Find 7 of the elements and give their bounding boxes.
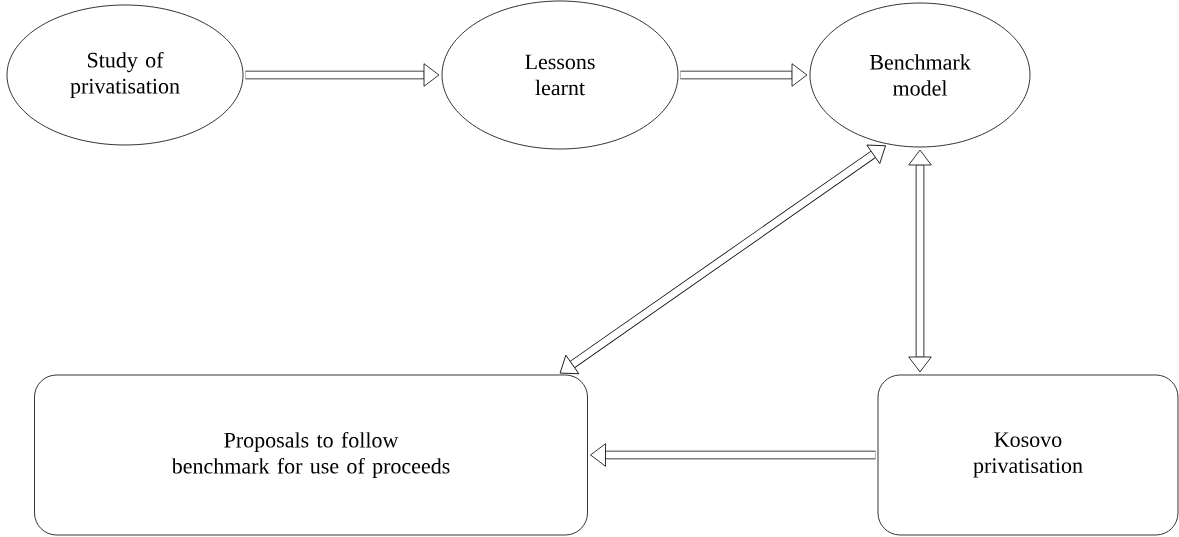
block-arrow [908, 149, 932, 373]
block-arrow [245, 63, 440, 87]
block-arrow [680, 63, 808, 87]
block-arrow [590, 443, 876, 467]
process-box: Proposals to follow benchmark for use of proceeds [34, 374, 588, 536]
block-arrow [559, 144, 886, 375]
process-box: Kosovo privatisation [877, 374, 1179, 536]
